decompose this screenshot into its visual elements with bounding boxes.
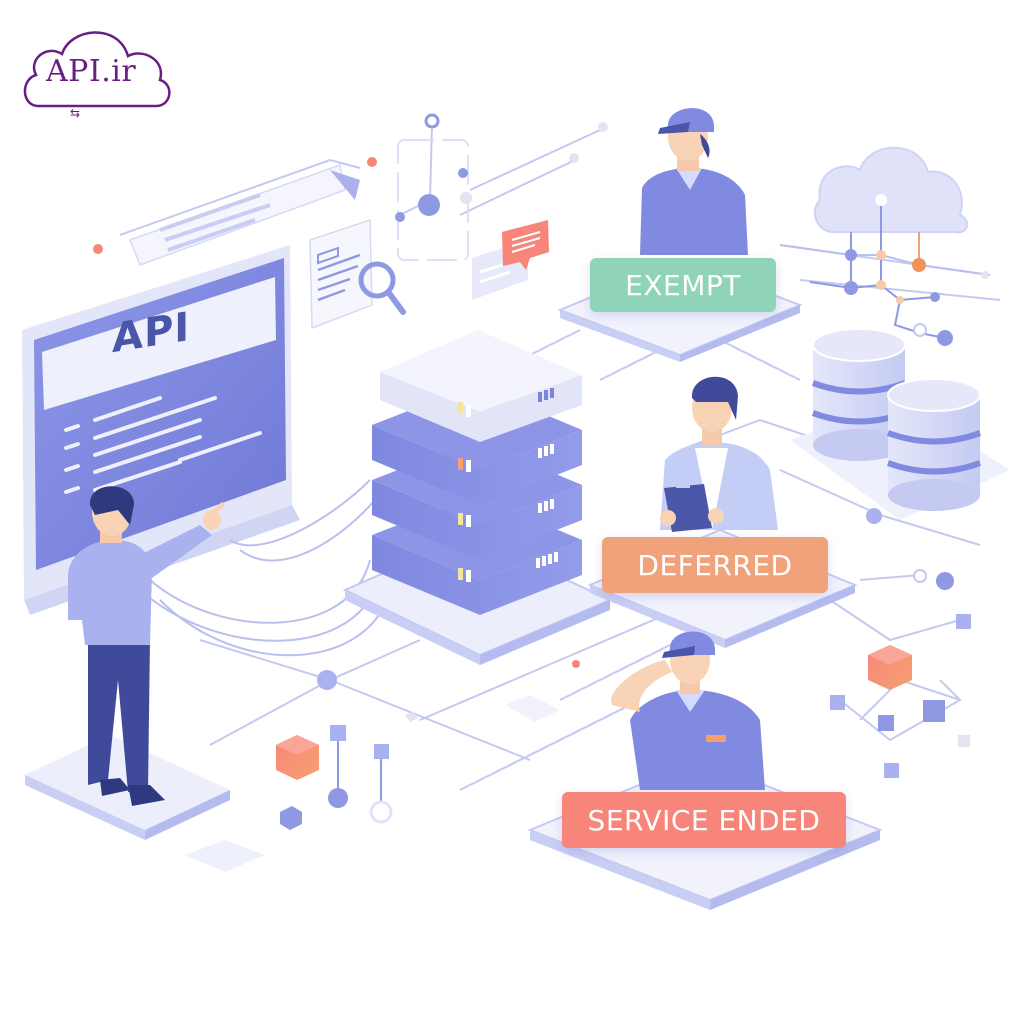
cloud-icon [23,31,171,108]
server-stack [372,330,582,615]
chat-bubble-icon [472,220,549,300]
document-magnifier-icon [309,218,406,330]
status-badge-exempt[interactable]: EXEMPT [590,258,776,312]
right-node-network [830,508,971,778]
status-badge-service-ended[interactable]: SERVICE ENDED [562,792,846,848]
api-ir-logo[interactable]: API.ir ⇆ [18,20,174,119]
exchange-arrows-icon: ⇆ [70,106,81,120]
bottom-node-network [185,660,580,872]
man-with-clipboard [660,376,778,532]
worker-saluting [611,631,765,790]
cube-node-icon [276,735,319,780]
person-at-monitor [25,486,230,840]
top-node-cluster [395,113,608,261]
status-badge-deferred[interactable]: DEFERRED [602,537,828,593]
logo-text: API.ir [46,54,137,89]
worker-exempt [640,108,748,255]
cube-node-icon [868,645,912,690]
cloud-network-icon [779,146,991,346]
floating-panel [93,157,377,266]
database-icon [790,328,1010,520]
